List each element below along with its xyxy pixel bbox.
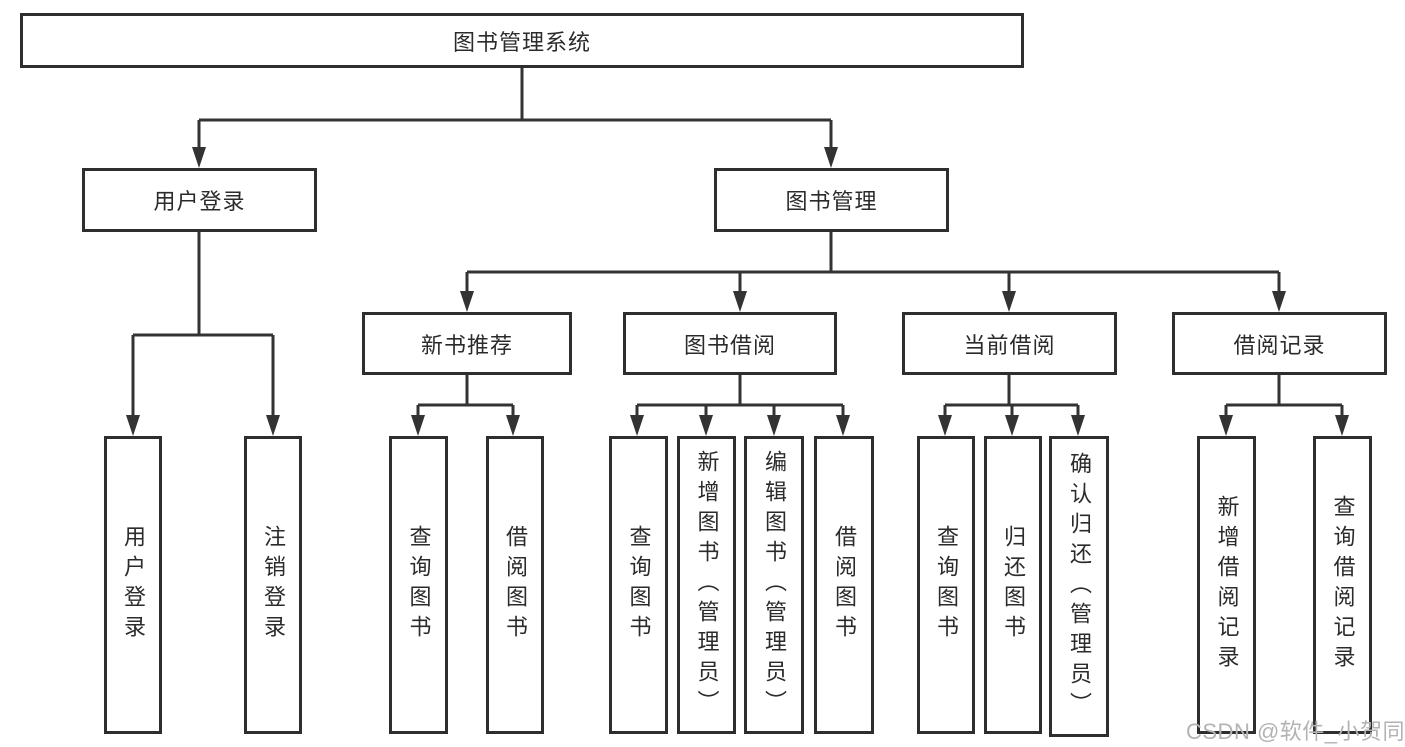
node-label: 图书借阅 xyxy=(683,332,776,358)
leaf-label: 查询图书 xyxy=(406,525,432,645)
leaf-label: 编辑图书（管理员） xyxy=(762,450,787,720)
node-label: 新书推荐 xyxy=(420,332,513,358)
leaf-borrowing-borrow-books: 借阅图书 xyxy=(814,436,874,734)
leaf-label: 查询图书 xyxy=(934,525,959,645)
node-library-management-system: 图书管理系统 xyxy=(20,13,1024,68)
csdn-watermark: CSDN @软件_小贺同学 xyxy=(1186,719,1405,744)
node-label: 用户登录 xyxy=(153,189,246,214)
leaf-label: 确认归还（管理员） xyxy=(1067,451,1092,722)
leaf-label: 归还图书 xyxy=(1001,525,1026,645)
leaf-current-query-books: 查询图书 xyxy=(917,436,975,734)
arrowheads xyxy=(126,147,1349,436)
node-label: 图书管理 xyxy=(785,189,878,214)
node-book-management-branch: 图书管理 xyxy=(714,168,949,232)
node-label: 当前借阅 xyxy=(963,332,1056,358)
node-current-borrowing: 当前借阅 xyxy=(902,312,1117,375)
leaf-recommend-borrow-books: 借阅图书 xyxy=(486,436,544,734)
leaf-label: 查询借阅记录 xyxy=(1330,495,1356,675)
leaf-logout-login: 注销登录 xyxy=(244,436,302,734)
connector-userlogin-to-leaves xyxy=(131,232,275,420)
leaf-label: 新增借阅记录 xyxy=(1214,495,1240,675)
connector-bookmgmt-to-level3 xyxy=(465,232,1281,296)
leaf-label: 借阅图书 xyxy=(503,525,528,645)
connector-root-to-level2 xyxy=(197,68,833,152)
leaf-label: 用户登录 xyxy=(121,525,146,645)
node-user-login-branch: 用户登录 xyxy=(82,168,317,232)
leaf-label: 注销登录 xyxy=(261,525,286,645)
leaf-records-add-borrow-record: 新增借阅记录 xyxy=(1197,436,1256,734)
leaf-recommend-query-books: 查询图书 xyxy=(389,436,448,734)
leaf-user-login: 用户登录 xyxy=(104,436,162,734)
connector-recommend-to-leaves xyxy=(416,375,515,420)
leaf-label: 借阅图书 xyxy=(832,525,857,645)
leaf-borrowing-add-books-admin: 新增图书（管理员） xyxy=(677,436,736,734)
leaf-records-query-borrow-record: 查询借阅记录 xyxy=(1313,436,1372,734)
node-new-book-recommendation: 新书推荐 xyxy=(362,312,572,375)
connector-records-to-leaves xyxy=(1224,375,1344,420)
leaf-current-return-books: 归还图书 xyxy=(984,436,1042,734)
leaf-borrowing-query-books: 查询图书 xyxy=(609,436,668,734)
node-book-borrowing: 图书借阅 xyxy=(623,312,837,375)
connector-current-to-leaves xyxy=(943,375,1080,420)
node-label: 图书管理系统 xyxy=(452,29,591,55)
leaf-label: 查询图书 xyxy=(626,525,652,645)
node-label: 借阅记录 xyxy=(1233,332,1326,358)
leaf-label: 新增图书（管理员） xyxy=(694,450,720,720)
connector-borrowing-to-leaves xyxy=(635,375,845,420)
leaf-borrowing-edit-books-admin: 编辑图书（管理员） xyxy=(744,436,804,734)
leaf-current-confirm-return-admin: 确认归还（管理员） xyxy=(1049,436,1109,737)
node-borrowing-records: 借阅记录 xyxy=(1172,312,1387,375)
